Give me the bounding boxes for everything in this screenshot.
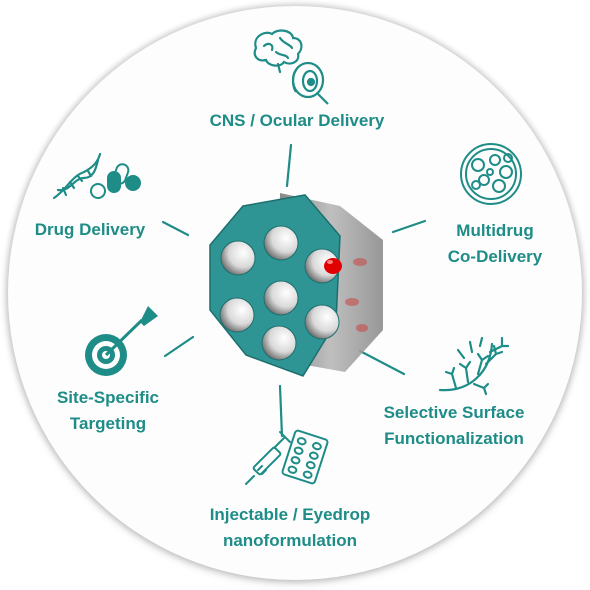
target-icon [85,306,158,376]
label-site-line1: Site-Specific [56,388,160,407]
label-cns-text: CNS / Ocular Delivery [209,111,385,130]
pills-icon [90,163,141,199]
connector-drug [161,220,190,237]
label-inject-line2: nanoformulation [222,531,358,550]
label-surface-line2: Functionalization [384,429,524,448]
label-multi-line1: Multidrug [456,221,534,240]
label-selective-surface-functionalization: Selective Surface Functionalization [364,400,544,452]
drug-cargo-red [324,258,342,274]
label-injectable-eyedrop-nanoformulation: Injectable / Eyedrop nanoformulation [190,502,390,554]
porous-nanoparticle-icon [209,193,383,377]
connector-site [163,335,195,358]
brain-icon [253,29,303,74]
multidrug-particle-icon [460,143,522,205]
label-site-line2: Targeting [69,414,147,433]
blister-pack-icon [281,429,329,485]
connector-inject [278,384,284,438]
connector-surface [358,349,406,376]
label-surface-line1: Selective Surface [383,403,525,422]
label-multidrug-co-delivery: Multidrug Co-Delivery [420,218,570,270]
label-drug-text: Drug Delivery [34,220,146,239]
connector-multi [391,219,427,234]
dna-icon [52,152,102,200]
eye-icon [291,61,329,105]
syringe-icon [245,431,291,485]
connector-cns [285,143,293,188]
surface-ligand-icon [438,336,510,396]
label-drug-delivery: Drug Delivery [20,217,160,243]
label-cns-ocular-delivery: CNS / Ocular Delivery [192,108,402,134]
label-inject-line1: Injectable / Eyedrop [209,505,371,524]
label-site-specific-targeting: Site-Specific Targeting [38,385,178,437]
label-multi-line2: Co-Delivery [447,247,543,266]
